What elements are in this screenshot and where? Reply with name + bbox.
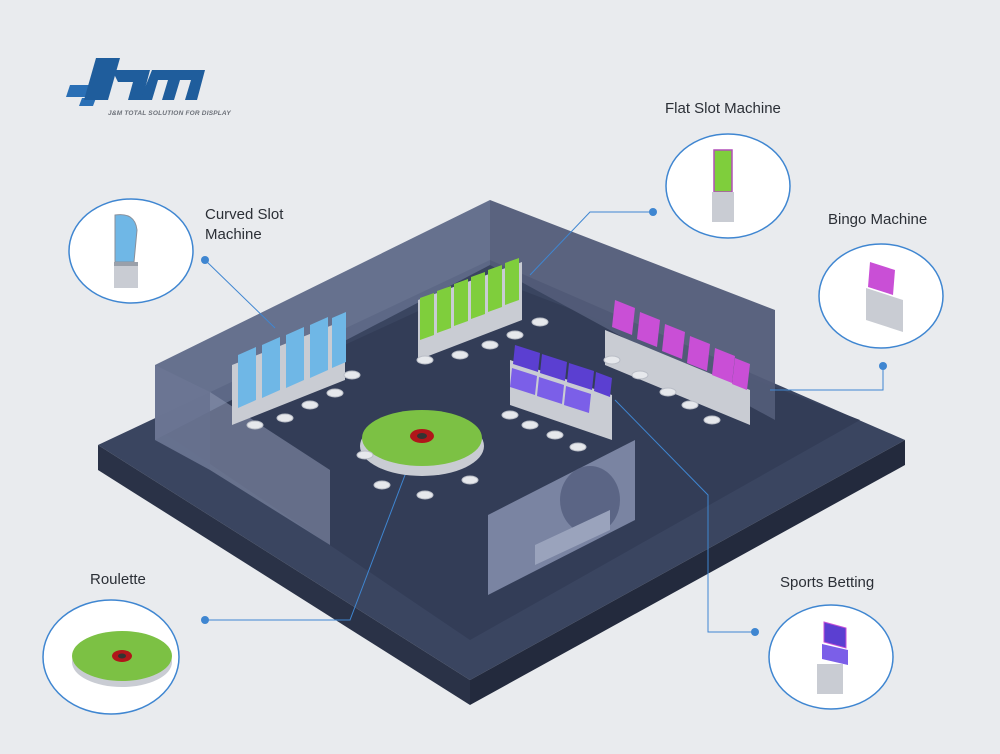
sports-betting-thumbnail — [817, 621, 848, 694]
label-curved-slot-line1: Curved Slot — [205, 206, 284, 223]
curved-slot-bank — [232, 312, 346, 425]
jnm-logo — [66, 58, 205, 106]
label-curved-slot-line2: Machine — [205, 226, 262, 243]
stools — [246, 317, 721, 500]
label-curved-slot: Curved Slot Machine — [205, 205, 283, 245]
bingo-machine-thumbnail — [866, 262, 903, 332]
callout-lines — [204, 211, 884, 633]
logo-tagline: J&M TOTAL SOLUTION FOR DISPLAY — [108, 110, 231, 117]
roulette-table — [360, 410, 484, 476]
curved-slot-thumbnail — [114, 214, 138, 288]
bingo-bank — [605, 300, 750, 425]
label-flat-slot: Flat Slot Machine — [665, 100, 781, 117]
flat-slot-thumbnail — [712, 149, 734, 222]
sports-betting-bank — [510, 345, 612, 440]
callout-dots — [201, 208, 887, 636]
roulette-thumbnail — [72, 631, 172, 687]
label-sports-betting: Sports Betting — [780, 574, 875, 591]
flat-slot-bank — [418, 258, 522, 360]
label-roulette: Roulette — [90, 571, 146, 588]
label-bingo: Bingo Machine — [828, 211, 928, 228]
